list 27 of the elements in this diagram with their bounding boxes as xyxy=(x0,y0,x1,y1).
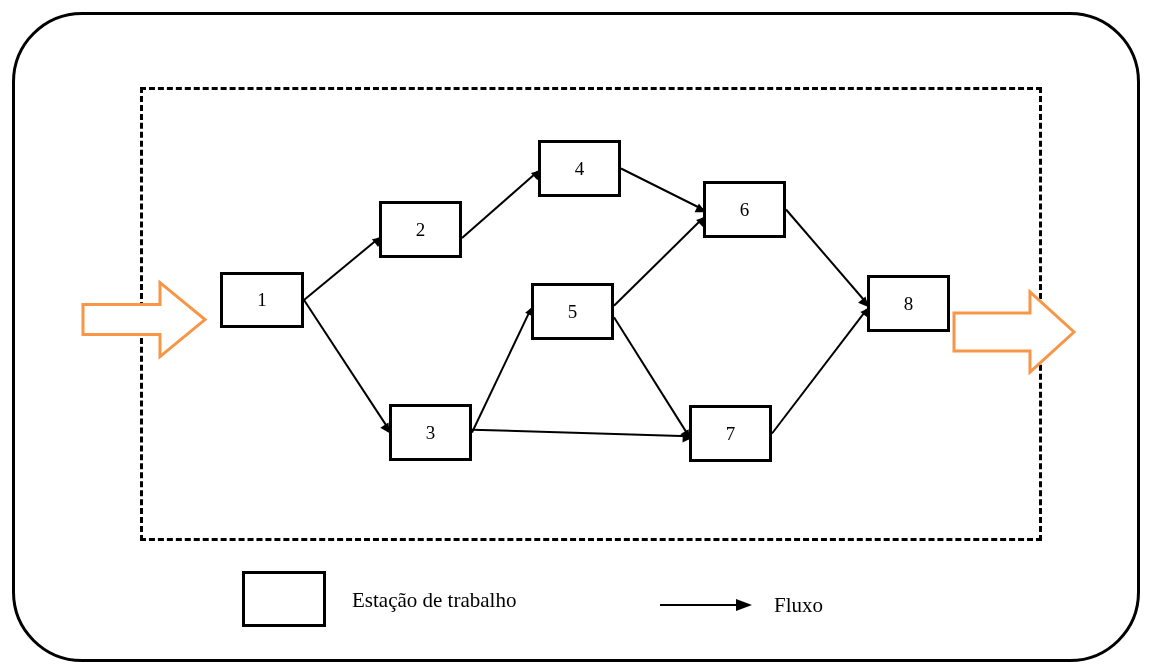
arrow xyxy=(471,306,534,434)
workstation-box xyxy=(379,201,462,258)
workstation-box xyxy=(389,404,472,461)
rounded-frame xyxy=(12,12,1140,662)
station-number: 6 xyxy=(739,198,750,221)
arrow xyxy=(613,316,690,441)
station-number: 2 xyxy=(415,218,426,241)
station-number: 3 xyxy=(425,421,436,444)
workstation-box xyxy=(531,283,614,340)
block-arrow xyxy=(952,288,1077,376)
station-number: 5 xyxy=(567,300,578,323)
block-arrow xyxy=(81,279,208,360)
legend-label: Estação de trabalho xyxy=(352,588,517,613)
workstation-box xyxy=(538,140,621,197)
station-number: 1 xyxy=(257,289,267,311)
legend-label: Fluxo xyxy=(774,593,823,618)
arrow xyxy=(620,167,706,213)
station-number: 4 xyxy=(574,157,585,180)
arrow xyxy=(303,299,390,434)
station-number: 7 xyxy=(725,422,736,445)
station-number: 8 xyxy=(903,292,914,315)
dashed-boundary xyxy=(140,87,1042,541)
arrow xyxy=(785,208,869,308)
workstation-box xyxy=(867,275,950,332)
workstation-box xyxy=(220,272,304,328)
workstation-box xyxy=(703,181,786,238)
workstation-box xyxy=(689,405,772,462)
